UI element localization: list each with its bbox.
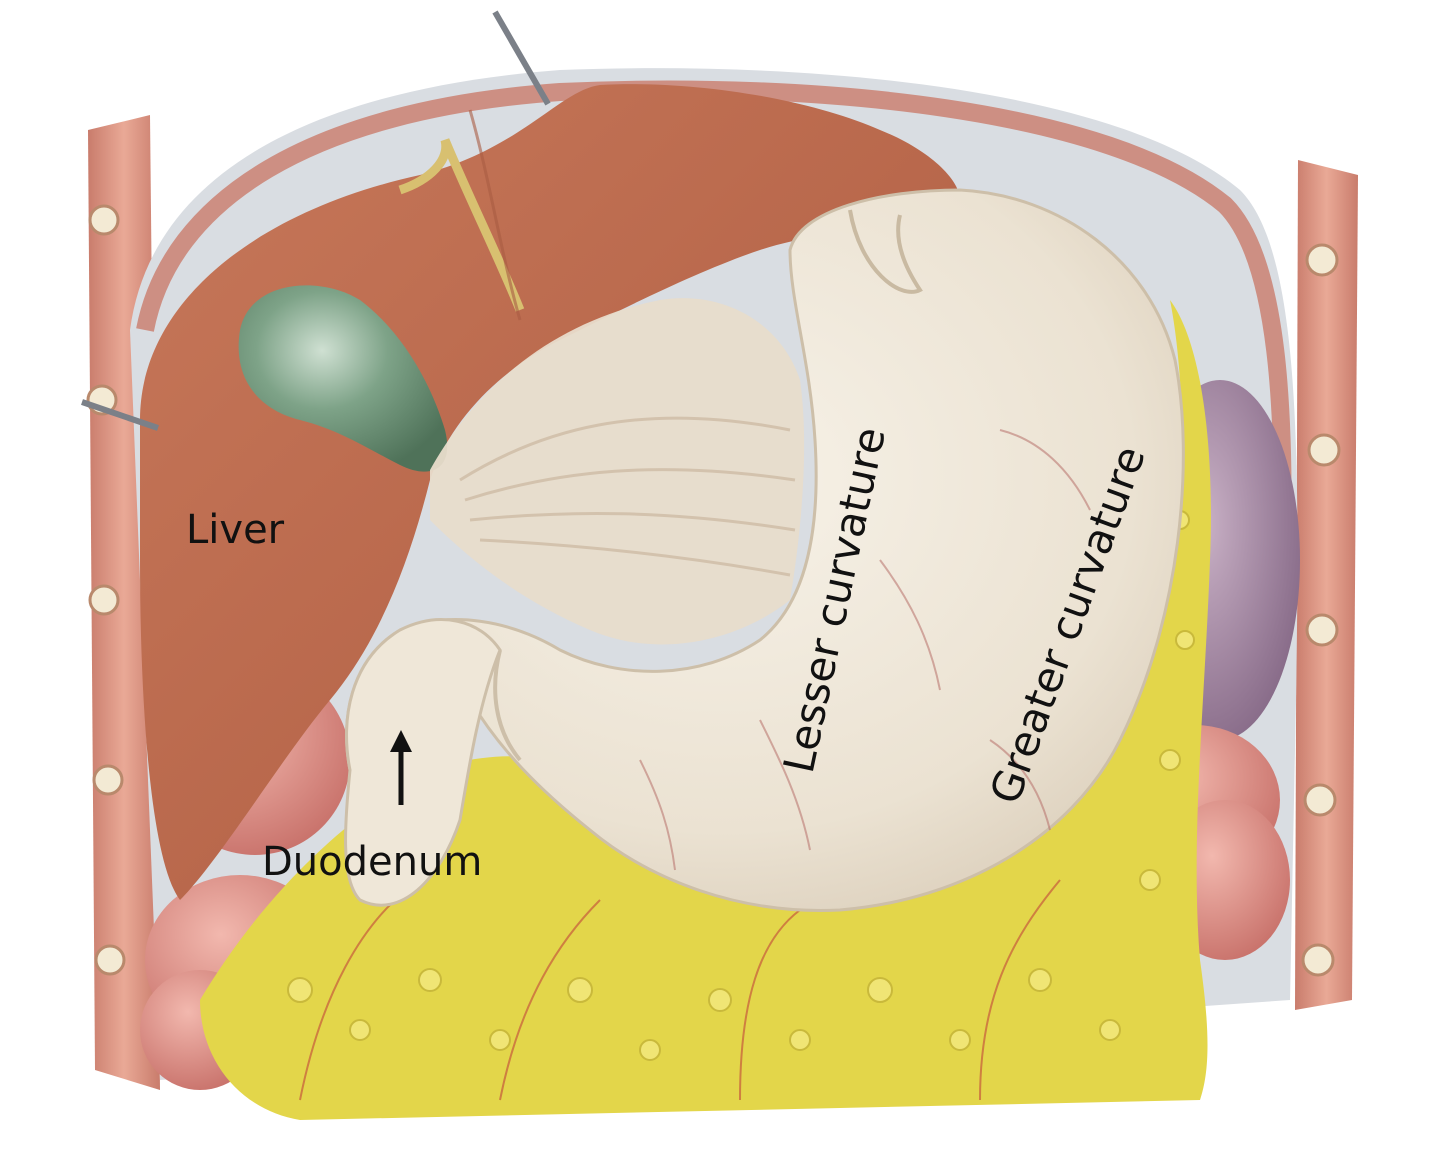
lesser-omentum-fibers [459,416,796,577]
liver-fissure [468,109,522,321]
right-abdominal-wall [1295,160,1358,1010]
duodenum-pointer-arrow [390,730,412,805]
duodenum-label: Duodenum [262,839,483,885]
retractor-hook-top [492,10,551,106]
greater-omentum [200,300,1211,1120]
pyloric-fold [493,649,522,762]
falciform-ligament [398,138,525,312]
stomach-fundus-fold [848,209,923,294]
stomach-vessels [639,429,1091,871]
liver-label: Liver [186,507,285,553]
costal-margin [136,80,1292,561]
duodenum [344,618,502,907]
omentum-blobs [287,510,1195,1061]
retractor-hook-left [81,399,159,431]
gallbladder [238,285,448,472]
liver [140,84,960,900]
